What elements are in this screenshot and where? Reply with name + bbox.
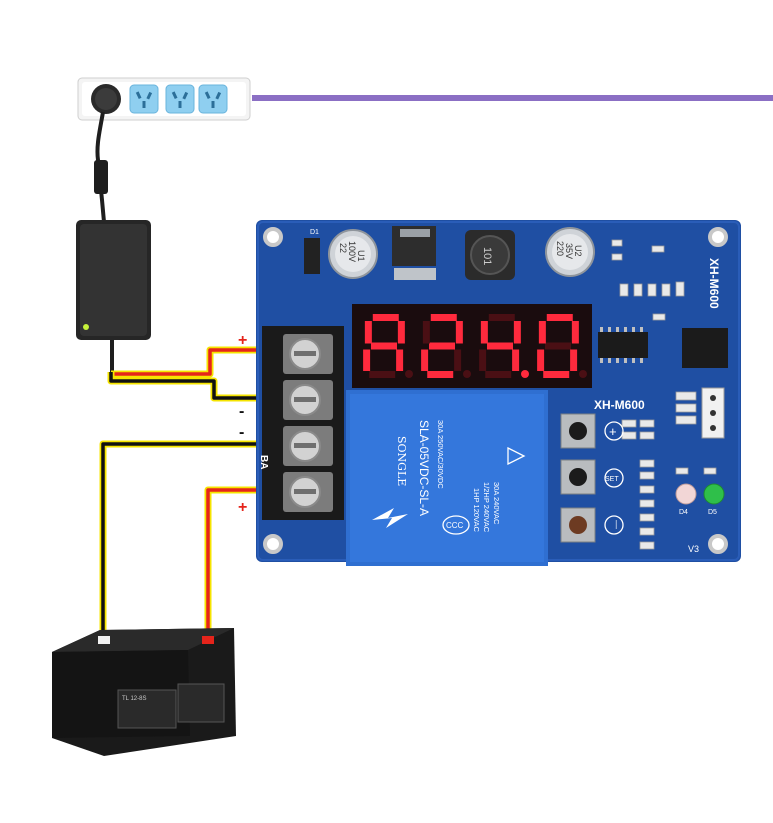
display-segment xyxy=(537,349,545,371)
display-segment xyxy=(543,371,570,378)
power-adapter-icon xyxy=(76,220,151,340)
capacitor-left: 22 100V U1 xyxy=(328,229,378,279)
display-segment xyxy=(513,321,521,344)
display-digit xyxy=(421,314,471,378)
smd-components xyxy=(611,239,717,550)
battery-icon: TL 12-8S xyxy=(52,628,236,756)
seven-segment-display xyxy=(352,304,592,388)
battery-terminal-negative xyxy=(98,636,110,644)
purple-bar xyxy=(252,95,773,101)
button-plus-label: + xyxy=(609,424,617,439)
terminal-screw xyxy=(283,334,333,512)
display-segment xyxy=(396,349,404,371)
display-segment xyxy=(512,349,520,371)
plug-icon xyxy=(91,84,121,114)
display-segment xyxy=(487,342,513,350)
controller-board: D1 22 100V U1 101 220 35V U2 xyxy=(256,220,741,566)
display-digit xyxy=(363,314,413,378)
display-decimal-point xyxy=(579,370,587,378)
voltage-regulator xyxy=(392,226,436,280)
display-segment xyxy=(545,342,571,350)
display-decimal-point xyxy=(521,370,529,378)
display-segment xyxy=(488,314,515,321)
svg-text:220: 220 xyxy=(555,241,565,256)
button-plus[interactable] xyxy=(560,413,596,449)
mounting-hole xyxy=(263,227,728,554)
model-label-side: XH-M600 xyxy=(707,258,721,309)
display-segment xyxy=(397,321,405,344)
display-decimal-point xyxy=(405,370,413,378)
relay: SONGLE SLA-05VDC-SL-A 30A 250VAC/30VDC 1… xyxy=(346,390,548,566)
label-plus-top: + xyxy=(238,332,247,349)
button-set[interactable] xyxy=(560,459,596,495)
display-segment xyxy=(485,371,512,378)
button-minus-label: — xyxy=(612,520,622,529)
display-segment xyxy=(427,371,454,378)
svg-text:30A 250VAC/30VDC: 30A 250VAC/30VDC xyxy=(436,420,445,489)
svg-text:35V: 35V xyxy=(564,243,574,259)
svg-text:1/2HP 240VAC: 1/2HP 240VAC xyxy=(482,482,491,533)
svg-text:U1: U1 xyxy=(356,250,366,262)
socket-outlet-icon xyxy=(129,84,228,114)
capacitor-right: 220 35V U2 xyxy=(545,227,595,277)
display-segment xyxy=(538,321,546,344)
display-segment xyxy=(364,321,372,344)
button-set-label: SET xyxy=(605,476,619,483)
svg-text:D4: D4 xyxy=(679,509,688,516)
display-segment xyxy=(363,349,371,371)
svg-text:U2: U2 xyxy=(573,245,583,257)
svg-text:30A 240VAC: 30A 240VAC xyxy=(492,482,501,525)
terminal-side-label: BA xyxy=(258,455,269,469)
display-decimal-point xyxy=(463,370,471,378)
pin-header xyxy=(701,387,725,439)
display-segment xyxy=(455,321,463,344)
svg-text:22: 22 xyxy=(338,243,348,253)
display-segment xyxy=(422,321,430,344)
power-strip-icon xyxy=(77,77,251,121)
songle-logo xyxy=(372,508,408,528)
inductor: 101 xyxy=(465,230,515,280)
ccc-mark: CCC xyxy=(442,515,470,535)
terminal-block: BA xyxy=(258,326,344,520)
display-segment xyxy=(571,321,579,344)
button-labels: + SET — xyxy=(604,421,624,535)
label-minus-bottom: - xyxy=(239,424,244,441)
wire-battery-negative xyxy=(99,440,268,640)
display-segment xyxy=(479,349,487,371)
display-segment xyxy=(421,349,429,371)
display-segment xyxy=(430,314,457,321)
svg-text:SONGLE: SONGLE xyxy=(395,436,408,486)
display-segment xyxy=(429,342,455,350)
display-segment xyxy=(546,314,573,321)
model-label-under-display: XH-M600 xyxy=(594,398,645,412)
display-digit xyxy=(537,314,587,378)
wire-adapter-positive xyxy=(107,346,268,378)
display-segment xyxy=(369,371,396,378)
svg-text:TL 12-8S: TL 12-8S xyxy=(122,696,146,702)
diode xyxy=(304,238,320,274)
display-segment xyxy=(372,314,399,321)
warning-triangle-icon xyxy=(507,446,526,466)
svg-text:D1: D1 xyxy=(310,229,319,236)
svg-text:1HP 120VAC: 1HP 120VAC xyxy=(472,488,481,532)
display-segment xyxy=(570,349,578,371)
display-segment xyxy=(480,321,488,344)
svg-text:100V: 100V xyxy=(347,241,357,262)
svg-text:SLA-05VDC-SL-A: SLA-05VDC-SL-A xyxy=(417,420,431,516)
svg-text:101: 101 xyxy=(481,247,493,265)
display-digit xyxy=(479,314,529,378)
led-indicator: D4 D5 xyxy=(675,483,725,516)
svg-text:D5: D5 xyxy=(708,509,717,516)
version-label: V3 xyxy=(688,544,699,554)
button-minus[interactable] xyxy=(560,507,596,543)
label-plus-bottom: + xyxy=(238,499,247,516)
label-minus-top: - xyxy=(239,403,244,420)
display-segment xyxy=(371,342,397,350)
ic-chip xyxy=(598,327,728,368)
battery-label: TL 12-8S xyxy=(117,683,225,729)
svg-text:CCC: CCC xyxy=(446,521,464,530)
display-segment xyxy=(454,349,462,371)
battery-terminal-positive xyxy=(202,636,214,644)
